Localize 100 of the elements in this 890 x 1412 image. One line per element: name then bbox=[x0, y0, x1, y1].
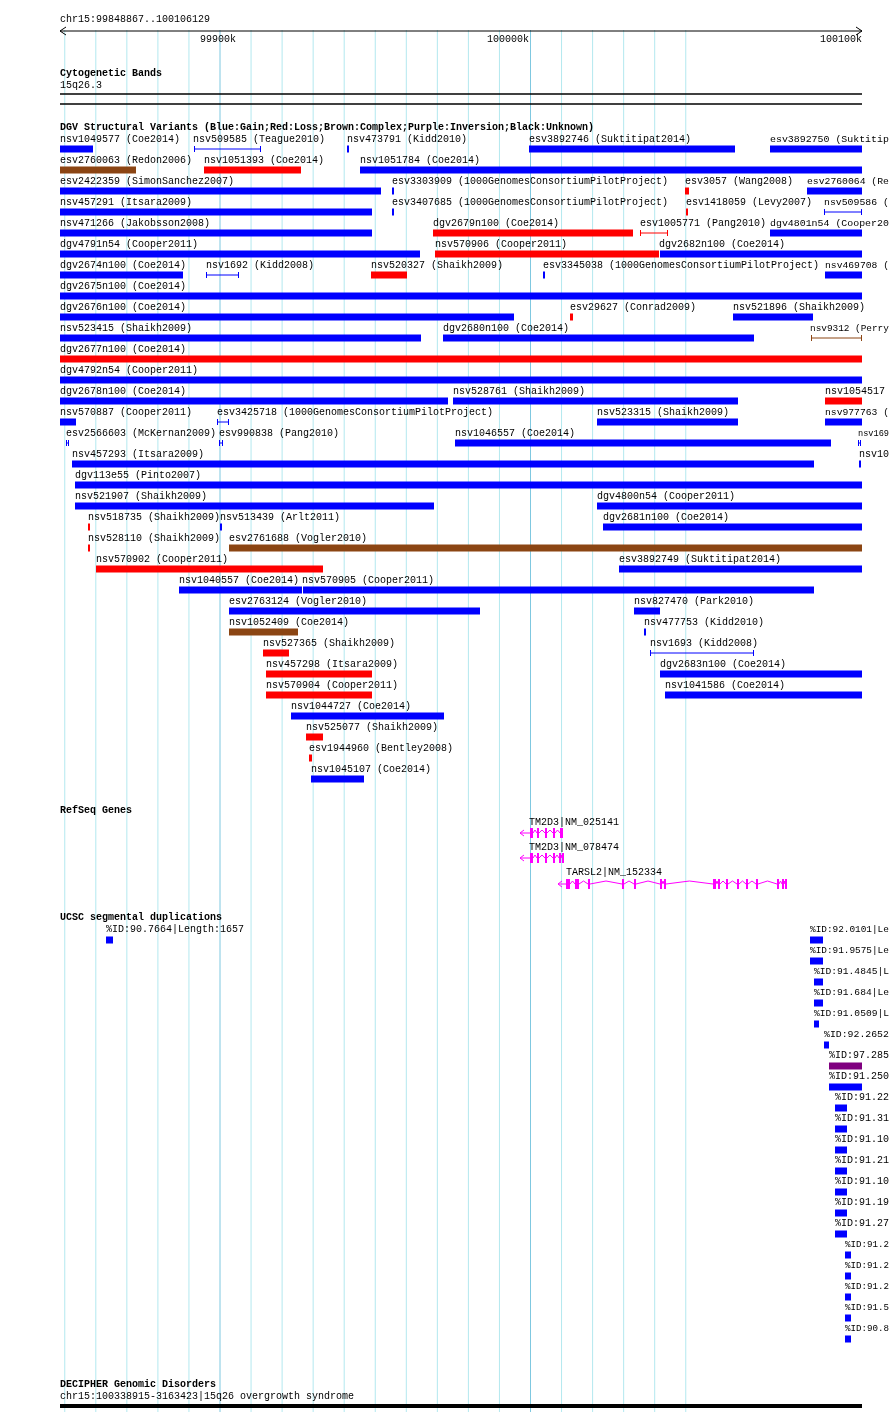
variant-label: esv3892746 (Suktitipat2014) bbox=[529, 134, 692, 146]
track-title: UCSC segmental duplications bbox=[60, 912, 223, 924]
variant-label: esv3892750 (Suktitip bbox=[770, 134, 889, 146]
gene-label: TARSL2|NM_152334 bbox=[566, 867, 662, 879]
variant-label: dgv4792n54 (Cooper2011) bbox=[60, 365, 199, 377]
variant-label: dgv4800n54 (Cooper2011) bbox=[597, 491, 736, 503]
duplication-label: %ID:90.8 bbox=[845, 1323, 889, 1335]
variant-label: nsv1692 (Kidd2008) bbox=[206, 260, 315, 272]
duplication-label: %ID:91.27 bbox=[835, 1218, 889, 1230]
variant-label: nsv527365 (Shaikh2009) bbox=[263, 638, 396, 650]
duplication-label: %ID:91.250 bbox=[829, 1071, 889, 1083]
variant-label: nsv518735 (Shaikh2009) bbox=[88, 512, 221, 524]
variant-label: esv1005771 (Pang2010) bbox=[640, 218, 767, 230]
gene-label: TM2D3|NM_078474 bbox=[529, 842, 619, 854]
variant-label: dgv2683n100 (Coe2014) bbox=[660, 659, 787, 671]
duplication-label: %ID:91.21 bbox=[835, 1155, 889, 1167]
variant-label: nsv523415 (Shaikh2009) bbox=[60, 323, 193, 335]
variant-label: nsv1051784 (Coe2014) bbox=[360, 155, 481, 167]
variant-label: nsv513439 (Arlt2011) bbox=[220, 512, 341, 524]
axis-tick-label: 100100k bbox=[820, 34, 862, 46]
duplication-label: %ID:90.7664|Length:1657 bbox=[106, 924, 245, 936]
disorder-label: chr15:100338915-3163423|15q26 overgrowth syndrome bbox=[60, 1391, 355, 1403]
variant-label: esv2760064 (Re bbox=[807, 176, 889, 188]
variant-label: nsv469708 ( bbox=[825, 260, 889, 272]
duplication-label: %ID:92.0101|Le bbox=[810, 924, 889, 936]
variant-label: nsv473791 (Kidd2010) bbox=[347, 134, 468, 146]
variant-label: nsv457291 (Itsara2009) bbox=[60, 197, 193, 209]
variant-label: dgv2674n100 (Coe2014) bbox=[60, 260, 187, 272]
duplication-label: %ID:91.684|Le bbox=[814, 987, 889, 999]
axis-tick-label: 99900k bbox=[200, 34, 236, 46]
duplication-label: %ID:91.22 bbox=[835, 1092, 889, 1104]
track-title: DECIPHER Genomic Disorders bbox=[60, 1379, 217, 1391]
variant-label: esv3303909 (1000GenomesConsortiumPilotProject) bbox=[392, 176, 669, 188]
duplication-label: %ID:91.5 bbox=[845, 1302, 889, 1314]
duplication-label: %ID:91.19 bbox=[835, 1197, 889, 1209]
variant-label: esv3057 (Wang2008) bbox=[685, 176, 794, 188]
variant-label: nsv570905 (Cooper2011) bbox=[302, 575, 435, 587]
duplication-label: %ID:91.9575|Le bbox=[810, 945, 889, 957]
duplication-label: %ID:91.10 bbox=[835, 1176, 889, 1188]
variant-label: nsv457298 (Itsara2009) bbox=[266, 659, 399, 671]
variant-label: nsv523315 (Shaikh2009) bbox=[597, 407, 730, 419]
duplication-label: %ID:97.285 bbox=[829, 1050, 889, 1062]
duplication-label: %ID:91.10 bbox=[835, 1134, 889, 1146]
variant-label: dgv2679n100 (Coe2014) bbox=[433, 218, 560, 230]
variant-label: nsv570904 (Cooper2011) bbox=[266, 680, 399, 692]
variant-label: nsv1051393 (Coe2014) bbox=[204, 155, 325, 167]
duplication-label: %ID:91.2 bbox=[845, 1281, 889, 1293]
variant-label: nsv977763 ( bbox=[825, 407, 889, 419]
variant-label: nsv1041586 (Coe2014) bbox=[665, 680, 786, 692]
duplication-label: %ID:92.2652 bbox=[824, 1029, 889, 1041]
variant-label: nsv509586 ( bbox=[824, 197, 889, 209]
variant-label: dgv2678n100 (Coe2014) bbox=[60, 386, 187, 398]
duplication-label: %ID:91.0509|L bbox=[814, 1008, 889, 1020]
variant-label: nsv570887 (Cooper2011) bbox=[60, 407, 193, 419]
variant-label: nsv509585 (Teague2010) bbox=[193, 134, 326, 146]
track-title: Cytogenetic Bands bbox=[60, 68, 163, 80]
variant-label: nsv827470 (Park2010) bbox=[634, 596, 755, 608]
variant-label: dgv4801n54 (Cooper20 bbox=[770, 218, 889, 230]
variant-label: nsv1045107 (Coe2014) bbox=[311, 764, 432, 776]
variant-label: nsv1049577 (Coe2014) bbox=[60, 134, 181, 146]
position-range: chr15:99848867..100106129 bbox=[60, 14, 211, 26]
variant-label: nsv570902 (Cooper2011) bbox=[96, 554, 229, 566]
variant-label: nsv528110 (Shaikh2009) bbox=[88, 533, 221, 545]
variant-label: esv2763124 (Vogler2010) bbox=[229, 596, 368, 608]
variant-label: nsv1054517 bbox=[825, 386, 885, 398]
variant-label: esv2760063 (Redon2006) bbox=[60, 155, 193, 167]
variant-label: nsv570906 (Cooper2011) bbox=[435, 239, 568, 251]
duplication-label: %ID:91.2 bbox=[845, 1260, 889, 1272]
duplication-label: %ID:91.4845|L bbox=[814, 966, 889, 978]
variant-label: nsv457293 (Itsara2009) bbox=[72, 449, 205, 461]
variant-label: esv3407685 (1000GenomesConsortiumPilotProject) bbox=[392, 197, 669, 209]
variant-label: dgv2675n100 (Coe2014) bbox=[60, 281, 187, 293]
track-title: DGV Structural Variants (Blue:Gain;Red:Loss;Brown:Complex;Purple:Inversion;Black:Unknown) bbox=[60, 122, 595, 134]
variant-label: esv3425718 (1000GenomesConsortiumPilotProject) bbox=[217, 407, 494, 419]
variant-label: nsv10 bbox=[859, 449, 889, 461]
variant-label: dgv4791n54 (Cooper2011) bbox=[60, 239, 199, 251]
duplication-label: %ID:91.2 bbox=[845, 1239, 889, 1251]
variant-label: esv3892749 (Suktitipat2014) bbox=[619, 554, 782, 566]
axis-tick-label: 100000k bbox=[487, 34, 529, 46]
variant-label: nsv471266 (Jakobsson2008) bbox=[60, 218, 211, 230]
variant-label: nsv1044727 (Coe2014) bbox=[291, 701, 412, 713]
variant-label: nsv1046557 (Coe2014) bbox=[455, 428, 576, 440]
variant-label: nsv525077 (Shaikh2009) bbox=[306, 722, 439, 734]
variant-label: esv1944960 (Bentley2008) bbox=[309, 743, 454, 755]
variant-label: esv2761688 (Vogler2010) bbox=[229, 533, 368, 545]
variant-label: esv3345038 (1000GenomesConsortiumPilotProject) bbox=[543, 260, 820, 272]
variant-label: nsv1693 (Kidd2008) bbox=[650, 638, 759, 650]
variant-label: esv2422359 (SimonSanchez2007) bbox=[60, 176, 235, 188]
variant-label: dgv2676n100 (Coe2014) bbox=[60, 302, 187, 314]
variant-label: nsv9312 (Perry bbox=[810, 323, 889, 335]
variant-label: esv29627 (Conrad2009) bbox=[570, 302, 697, 314]
variant-label: nsv520327 (Shaikh2009) bbox=[371, 260, 504, 272]
variant-label: esv990838 (Pang2010) bbox=[219, 428, 340, 440]
variant-label: nsv477753 (Kidd2010) bbox=[644, 617, 765, 629]
duplication-label: %ID:91.31 bbox=[835, 1113, 889, 1125]
gene-label: TM2D3|NM_025141 bbox=[529, 817, 619, 829]
variant-label: dgv2677n100 (Coe2014) bbox=[60, 344, 187, 356]
variant-label: dgv2682n100 (Coe2014) bbox=[659, 239, 786, 251]
variant-label: nsv521896 (Shaikh2009) bbox=[733, 302, 866, 314]
variant-label: nsv1052409 (Coe2014) bbox=[229, 617, 350, 629]
